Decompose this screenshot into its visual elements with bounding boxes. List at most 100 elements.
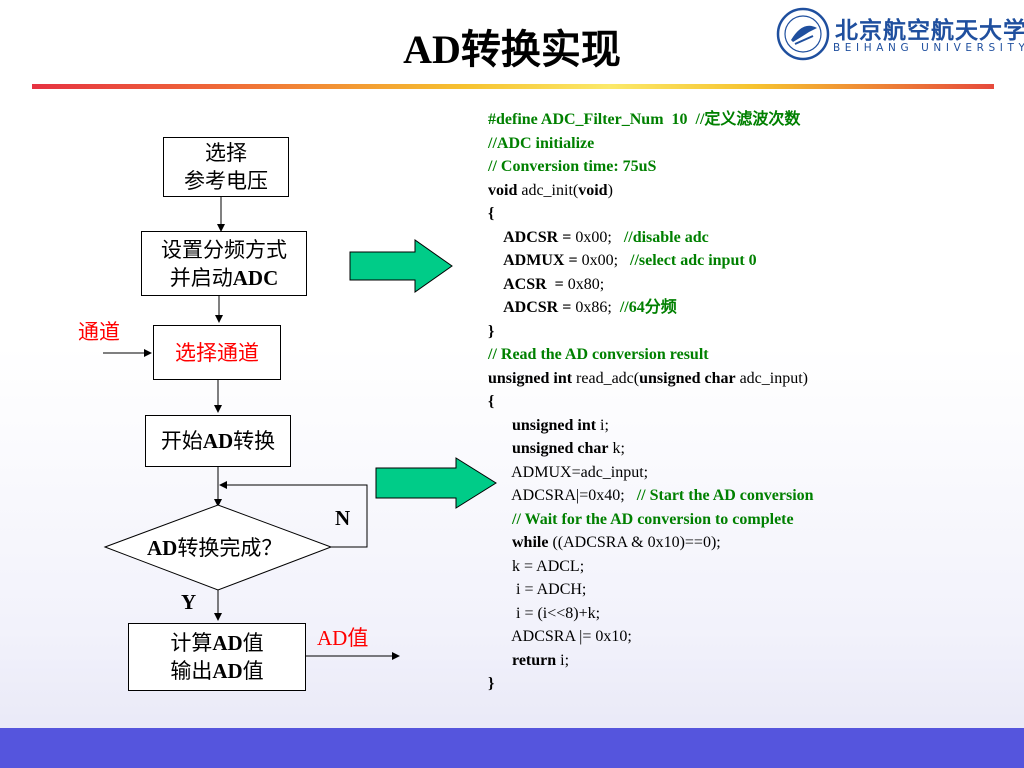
code-token: } [488,322,495,340]
code-line: ADCSR = 0x00; //disable adc [488,226,814,250]
code-token: unsigned int [488,369,573,387]
box3-text: 选择通道 [175,340,259,365]
code-line: ADCSR = 0x86; //64分频 [488,296,814,320]
code-token: read_adc( [572,369,640,387]
code-line: void adc_init(void) [488,179,814,203]
code-token: 0x80; [567,275,605,293]
code-line: ADMUX = 0x00; //select adc input 0 [488,249,814,273]
box2-line2-cn: 并启动 [169,265,233,290]
block-arrow-init-icon [349,239,453,293]
code-token: unsigned char [639,369,736,387]
code-token: { [488,393,495,410]
code-token: adc_init( [517,181,579,199]
code-line: } [488,320,814,344]
code-token: 0x00; [581,252,631,269]
box5-l2-b: AD [212,659,243,683]
code-line: i = ADCH; [488,578,814,602]
code-token: // Wait for the AD conversion to complet… [488,510,794,528]
code-line: } [488,672,814,696]
code-token: //64分频 [619,299,677,316]
code-token: ADCSR = [488,299,576,316]
code-token: ACSR = [488,275,568,293]
box5-l2-a: 输出 [170,659,213,683]
code-token: 0x00; [575,228,624,246]
code-token: void [578,181,608,199]
code-line: { [488,202,814,226]
channel-label: 通道 [78,320,120,344]
code-token: 0x86; [575,299,620,316]
box5-l1-a: 计算 [170,631,213,655]
label-n: N [335,506,351,530]
logo-name-cn: 北京航空航天大学 [835,17,1024,44]
box-set-prescaler: 设置分频方式 并启动ADC [141,231,307,296]
code-line: #define ADC_Filter_Num 10 //定义滤波次数 [488,108,814,132]
box5-line1: 计算AD值 [129,629,305,657]
code-line: // Read the AD conversion result [488,343,814,367]
code-line: k = ADCL; [488,555,814,579]
box4-text: 开始AD转换 [146,427,290,455]
box5-line2: 输出AD值 [129,657,305,685]
code-line: ADCSRA |= 0x10; [488,625,814,649]
code-line: // Conversion time: 75uS [488,155,814,179]
code-token: { [488,205,495,222]
code-line: ACSR = 0x80; [488,273,814,297]
code-token: k = ADCL; [488,557,585,575]
code-token: ADCSRA |= 0x10; [488,628,632,645]
code-token: adc_input) [735,369,808,387]
box2-line2: 并启动ADC [142,264,306,292]
box5-l1-b: AD [212,631,243,655]
code-line: ADCSRA|=0x40; // Start the AD conversion [488,484,814,508]
code-line: //ADC initialize [488,132,814,156]
diamond-text-cn: 转换完成？ [177,536,283,560]
diamond-text: AD转换完成？ [147,536,282,560]
output-label: AD值 [317,626,369,650]
code-token: unsigned char [488,440,609,457]
box5-l1-c: 值 [242,631,264,655]
block-arrow-read-icon [375,457,497,509]
code-token: //定义滤波次数 [695,111,801,128]
code-token: while [488,534,549,551]
code-token: unsigned int [488,416,597,434]
code-token: // Conversion time: 75uS [488,158,657,175]
code-token: ADMUX = [488,252,582,269]
code-token: ((ADCSRA & 0x10)==0); [548,534,721,551]
box1-line2: 参考电压 [184,169,268,193]
code-token: // Read the AD conversion result [488,346,709,363]
code-token: Start the AD conversion [649,487,814,504]
box4-part-c: 转换 [233,429,276,453]
decision-diamond [103,504,333,591]
logo-name-en: BEIHANG UNIVERSITY [833,42,1024,54]
box5-l2-c: 值 [242,659,264,683]
box1-line1: 选择 [205,141,247,165]
code-token: i = (i<<8)+k; [488,604,601,622]
code-token: //ADC initialize [488,134,595,152]
code-line: i = (i<<8)+k; [488,602,814,626]
code-line: unsigned char k; [488,437,814,461]
code-token: ADCSRA|=0x40; [488,487,637,504]
code-token: //select adc input 0 [630,252,757,269]
code-line: unsigned int read_adc(unsigned char adc_… [488,367,814,391]
slide-title: AD转换实现 [403,27,621,72]
box2-line1: 设置分频方式 [161,237,287,262]
code-token: // [636,487,650,504]
diamond-text-ad: AD [147,536,178,560]
box-select-reference-voltage: 选择 参考电压 [163,137,289,197]
code-token: void [488,181,518,199]
code-token: ADMUX=adc_input; [488,463,649,481]
code-line: { [488,390,814,414]
box-select-channel: 选择通道 [153,325,281,380]
university-emblem-icon [776,7,830,61]
code-token: return [488,651,557,669]
code-listing: #define ADC_Filter_Num 10 //定义滤波次数 //ADC … [488,108,814,696]
footer-bar [0,728,1024,768]
box-start-conversion: 开始AD转换 [145,415,291,467]
title-divider [32,84,994,89]
code-token: //disable adc [623,228,709,246]
code-line: while ((ADCSRA & 0x10)==0); [488,531,814,555]
label-y: Y [181,590,197,614]
code-token: } [488,675,495,692]
code-token: ADCSR = [488,228,576,246]
loop-back-n [219,481,368,548]
code-line: ADMUX=adc_input; [488,461,814,485]
